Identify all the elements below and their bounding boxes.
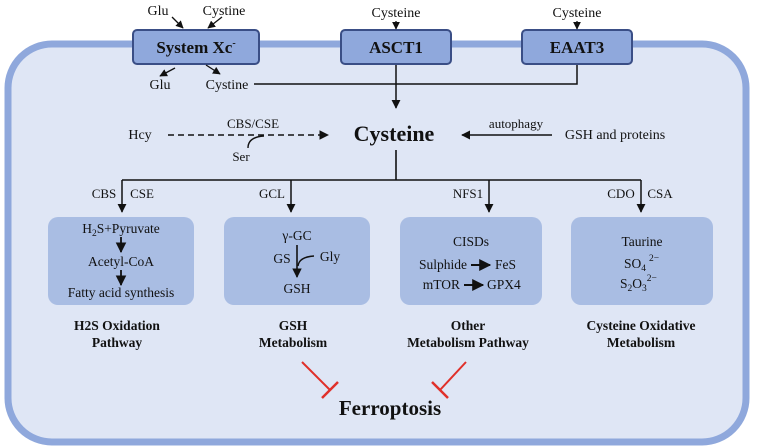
fes-label: FeS (495, 257, 516, 272)
so4-main: SO (624, 256, 642, 271)
svg-text:System Xc-: System Xc- (156, 38, 235, 57)
taurine-label: Taurine (621, 234, 662, 249)
enzyme-cdo: CDO (607, 186, 634, 201)
glu-top-arrow (171, 16, 184, 29)
h2s-pathway-box (48, 217, 194, 305)
xc-glu-top: Glu (148, 4, 169, 19)
fatty-acid-label: Fatty acid synthesis (68, 285, 175, 300)
cysox-title-line2: Metabolism (607, 335, 676, 350)
cisds-label: CISDs (453, 234, 489, 249)
gsh-title-line2: Metabolism (259, 335, 328, 350)
other-title-line1: Other (451, 318, 486, 333)
svg-text:S2O32−: S2O32− (620, 274, 657, 294)
so4-subscript: 4 (641, 264, 646, 274)
ser-input-curve (247, 135, 265, 149)
acetyl-coa-label: Acetyl-CoA (88, 254, 154, 269)
gly-label: Gly (320, 249, 341, 264)
gsh-inhibits-ferroptosis (301, 361, 339, 399)
cysox-title-line1: Cysteine Oxidative (586, 318, 695, 333)
so4-superscript: 2− (649, 254, 659, 264)
system-xc-transporter: System Xc- (132, 29, 260, 65)
svg-text:H2S+Pyruvate: H2S+Pyruvate (82, 221, 160, 239)
h2s-h: H (82, 221, 92, 236)
asct1-transporter: ASCT1 (340, 29, 452, 65)
other-inhibits-ferroptosis (431, 361, 467, 399)
mtor-label: mTOR (423, 277, 460, 292)
eaat3-transporter: EAAT3 (521, 29, 633, 65)
eaat3-label: EAAT3 (550, 38, 604, 57)
s2o3-sub1: 2 (628, 284, 633, 294)
eaat3-cysteine-label: Cysteine (553, 6, 602, 21)
eaat3-to-cysteine-line (396, 65, 578, 85)
gs-label: GS (273, 251, 290, 266)
xc-cystine-top: Cystine (203, 4, 246, 19)
cbs-cse-label: CBS/CSE (227, 116, 279, 131)
s2o3-sub2: 3 (642, 284, 647, 294)
ferroptosis-label: Ferroptosis (339, 396, 441, 420)
xc-cystine-bottom: Cystine (206, 78, 249, 93)
xc-glu-bottom: Glu (150, 78, 171, 93)
svg-text:SO42−: SO42− (624, 254, 659, 274)
sulphide-label: Sulphide (419, 257, 467, 272)
s2o3-superscript: 2− (647, 274, 657, 284)
cystine-import-arrow (207, 16, 223, 29)
cysteine-ox-pathway-box (571, 217, 713, 305)
gpx4-label: GPX4 (487, 277, 521, 292)
autophagy-label: autophagy (489, 116, 544, 131)
gsh-title-line1: GSH (279, 318, 308, 333)
h2s-title-line2: Pathway (92, 335, 142, 350)
enzyme-nfs1: NFS1 (453, 186, 483, 201)
s2o3-o: O (632, 276, 642, 291)
h2s-title-line1: H2S Oxidation (74, 318, 160, 333)
enzyme-csa: CSA (647, 186, 673, 201)
h2s-subscript: 2 (92, 229, 97, 239)
hcy-label: Hcy (128, 128, 151, 143)
ser-label: Ser (232, 149, 250, 164)
enzyme-cbs: CBS (92, 186, 117, 201)
cysteine-node: Cysteine (354, 121, 435, 146)
other-pathway-box (400, 217, 542, 305)
asct1-label: ASCT1 (369, 38, 423, 57)
h2s-pyruvate: S+Pyruvate (97, 221, 160, 236)
glu-export-arrow (159, 67, 176, 77)
system-xc-label: System Xc (156, 38, 232, 57)
asct1-cysteine-label: Cysteine (372, 6, 421, 21)
gsh-proteins-label: GSH and proteins (565, 128, 665, 143)
gly-input-curve (297, 255, 315, 267)
other-title-line2: Metabolism Pathway (407, 335, 529, 350)
system-xc-sup: - (232, 38, 235, 49)
cystine-inside-arrow (205, 64, 221, 75)
enzyme-gcl: GCL (259, 186, 285, 201)
gamma-gc-label: γ-GC (281, 228, 311, 243)
gsh-label: GSH (283, 281, 310, 296)
s2o3-s: S (620, 276, 628, 291)
enzyme-cse: CSE (130, 186, 154, 201)
